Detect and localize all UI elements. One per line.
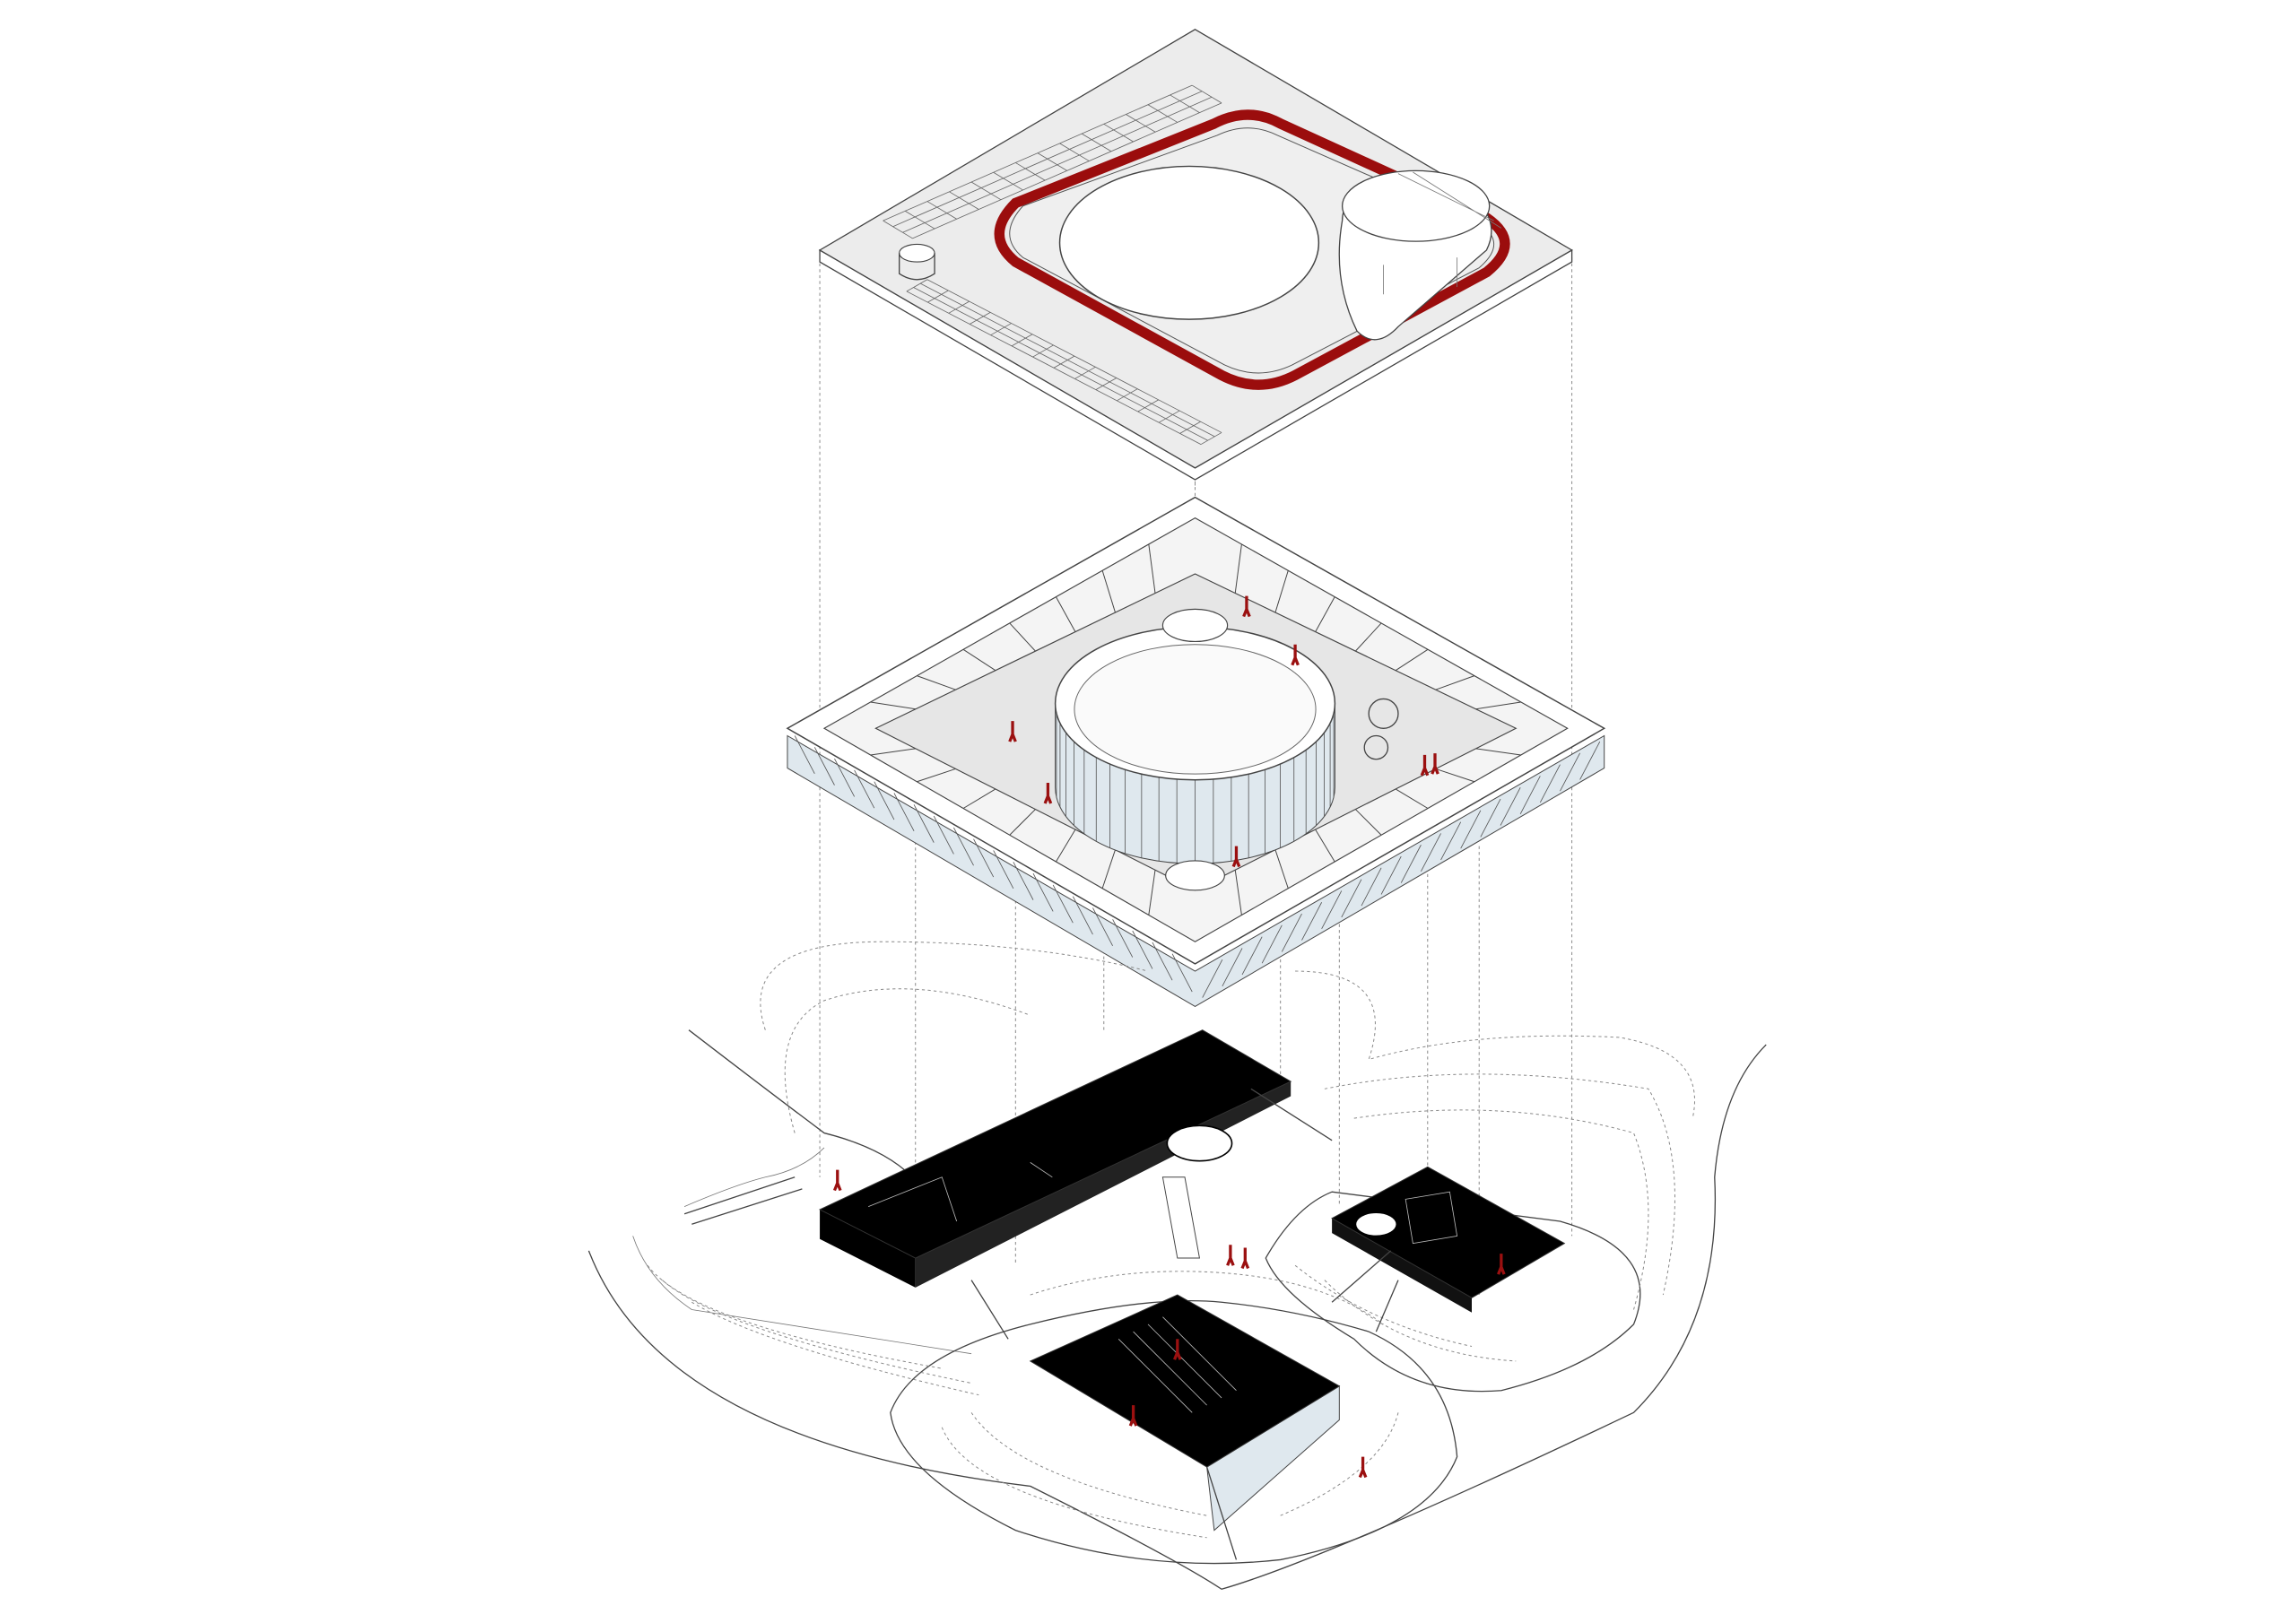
ground-volume-east <box>1331 1166 1566 1332</box>
site-stair <box>683 1176 803 1225</box>
perimeter-truss <box>794 735 1601 998</box>
main-floor-layer <box>786 496 1606 1007</box>
person-figure <box>1242 595 1251 618</box>
spiral-stair <box>1363 698 1399 760</box>
people-figures <box>832 595 1506 1479</box>
person-figure <box>1043 783 1053 804</box>
person-figure <box>1420 754 1430 777</box>
central-cylinder <box>1054 626 1336 864</box>
hill-contour <box>890 1299 1458 1565</box>
small-cylinder <box>1161 608 1229 643</box>
pavilion-top <box>1341 169 1491 242</box>
floor-glazing-band <box>787 734 1605 1007</box>
person-figure <box>1358 1456 1368 1479</box>
person-figure <box>1431 753 1439 775</box>
person-figure <box>1291 644 1300 666</box>
room-partitions <box>870 543 1521 916</box>
small-cylinder-south <box>1165 860 1225 891</box>
ramp-stair <box>1161 1176 1201 1259</box>
person-figure <box>1226 1245 1235 1266</box>
ground-volume-south <box>1029 1294 1341 1560</box>
site-boundary <box>587 1029 1767 1590</box>
person-figure <box>1240 1247 1250 1270</box>
cylinder-void <box>1074 644 1317 775</box>
person-figure <box>1497 1254 1506 1275</box>
person-figure <box>832 1169 842 1192</box>
person-figure <box>1128 1405 1138 1427</box>
person-figure <box>1173 1339 1182 1360</box>
site-layer <box>587 941 1767 1590</box>
person-figure <box>1231 846 1241 868</box>
solar-panel-grid <box>883 84 1222 445</box>
roof-layer <box>818 29 1573 481</box>
person-figure <box>1008 721 1017 742</box>
ground-volume-main <box>818 1029 1333 1340</box>
roof-water-tank <box>899 243 935 281</box>
courtyard-opening <box>1058 165 1320 320</box>
